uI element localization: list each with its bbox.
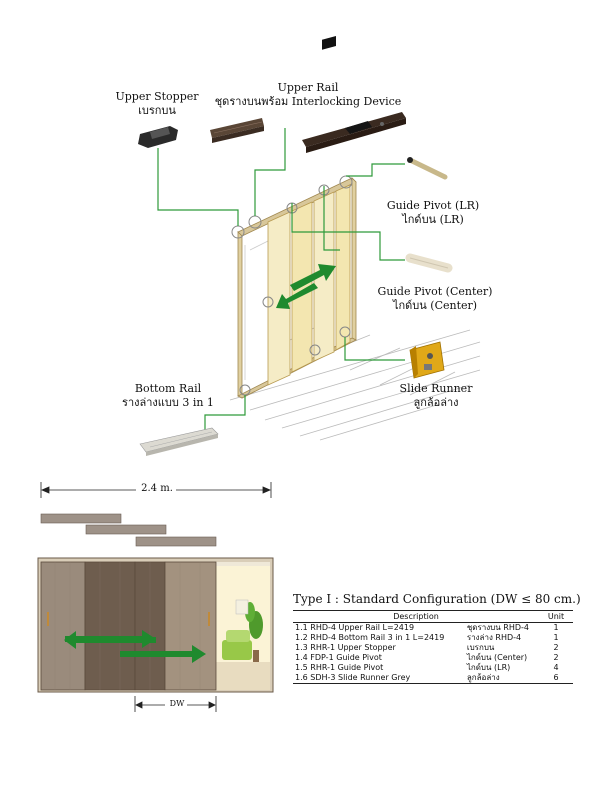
overall-width-label: 2.4 m.: [141, 483, 173, 494]
bottom-rail-label-en: Bottom Rail: [134, 382, 202, 395]
exploded-diagram: [138, 35, 481, 456]
movement-arrows: [276, 264, 336, 309]
panel-2: [291, 201, 313, 373]
row-unit: 1: [553, 623, 559, 632]
upper-stopper-label-en: Upper Stopper: [115, 90, 199, 103]
guide-pivot-lr-label: Guide Pivot (LR) ไกด์บน (LR): [378, 199, 488, 227]
table-row: 1.4 FDP-1 Guide Pivot ไกด์บน (Center) 2: [293, 653, 573, 663]
door-arrows: [64, 630, 206, 663]
guide-pivot-center-label-en: Guide Pivot (Center): [377, 285, 493, 298]
upper-rail-label-en: Upper Rail: [277, 81, 339, 94]
row-description: 1.1 RHD-4 Upper Rail L=2419: [295, 623, 415, 632]
table-row: 1.2 RHD-4 Bottom Rail 3 in 1 L=2419 รางล่…: [293, 633, 573, 643]
config-title: Type I : Standard Configuration (DW ≤ 80…: [293, 592, 581, 606]
door-4: [164, 561, 217, 691]
bottom-rail-part: [139, 427, 219, 456]
upper-rail-label: Upper Rail ชุดรางบนพร้อม Interlocking De…: [208, 81, 408, 109]
door-handles: [47, 612, 210, 626]
sliding-panels: [267, 184, 351, 386]
table-row: 1.5 RHR-1 Guide Pivot ไกด์บน (LR) 4: [293, 663, 573, 673]
room-scene: [216, 566, 270, 690]
row-thai-name: ไกด์บน (Center): [466, 653, 528, 662]
upper-stopper-label: Upper Stopper เบรกบน: [112, 90, 202, 118]
row-description: 1.5 RHR-1 Guide Pivot: [295, 663, 384, 672]
description-header: Description: [293, 610, 539, 623]
panel-4: [335, 184, 351, 351]
parts-table: Description Unit 1.1 RHD-4 Upper Rail L=…: [293, 610, 573, 684]
row-description: 1.3 RHR-1 Upper Stopper: [295, 643, 396, 652]
upper-rail-label-th: ชุดรางบนพร้อม Interlocking Device: [214, 95, 402, 108]
row-thai-name: ลูกล้อล่าง: [464, 673, 539, 684]
guide-pivot-center-part: [405, 253, 453, 273]
panel-3: [313, 191, 335, 362]
row-thai-name: ไกด์บน (LR): [466, 663, 511, 672]
guide-pivot-center-label: Guide Pivot (Center) ไกด์บน (Center): [370, 285, 500, 313]
row-thai-name: ชุดรางบน RHD-4: [466, 623, 529, 632]
row-description: 1.2 RHD-4 Bottom Rail 3 in 1 L=2419: [295, 633, 445, 642]
unit-header: Unit: [539, 610, 573, 623]
guide-pivot-lr-part: [407, 157, 448, 180]
upper-stopper-part: [138, 126, 178, 148]
row-unit: 4: [553, 663, 559, 672]
guide-pivot-lr-label-th: ไกด์บน (LR): [402, 213, 464, 226]
row-description: 1.4 FDP-1 Guide Pivot: [295, 653, 382, 662]
interlocking-device-part: [302, 35, 406, 153]
row-unit: 6: [539, 673, 573, 684]
leader-lines: [157, 128, 405, 430]
panel-1: [267, 211, 291, 386]
staggered-panels: [40, 513, 217, 547]
bottom-rail-label-th: รางล่างแบบ 3 in 1: [122, 396, 214, 409]
row-unit: 2: [553, 653, 559, 662]
wall-outline: [239, 239, 271, 380]
bottom-rail-label: Bottom Rail รางล่างแบบ 3 in 1: [108, 382, 228, 410]
arrow-right: [290, 264, 336, 291]
door-width-label: DW: [169, 699, 185, 708]
upper-rail-part: [210, 118, 264, 143]
door-1: [40, 561, 86, 691]
wardrobe-frame: [37, 557, 274, 693]
row-thai-name: เบรกบน: [466, 643, 495, 652]
upper-stopper-label-th: เบรกบน: [138, 104, 176, 117]
door-3: [134, 561, 166, 691]
slide-runner-label-en: Slide Runner: [399, 382, 473, 395]
row-thai-name: รางล่าง RHD-4: [466, 633, 522, 642]
table-header-row: Description Unit: [293, 610, 573, 623]
arrow-left: [276, 283, 318, 309]
sliding-doors: [40, 561, 217, 691]
table-row: 1.1 RHD-4 Upper Rail L=2419 ชุดรางบน RHD-…: [293, 623, 573, 634]
slide-runner-label-th: ลูกล้อล่าง: [413, 396, 459, 409]
row-unit: 1: [553, 633, 559, 642]
table-row: 1.3 RHR-1 Upper Stopper เบรกบน 2: [293, 643, 573, 653]
door-arrow-left: [64, 631, 156, 649]
door-arrow-left-shape: [65, 630, 156, 648]
door-2: [84, 561, 136, 691]
floor-planks: [229, 319, 481, 441]
slide-runner-label: Slide Runner ลูกล้อล่าง: [396, 382, 476, 410]
row-description: 1.6 SDH-3 Slide Runner Grey: [293, 673, 465, 684]
guide-pivot-center-label-th: ไกด์บน (Center): [392, 299, 478, 312]
door-arrow-right: [120, 645, 206, 663]
row-unit: 2: [553, 643, 559, 652]
guide-pivot-lr-label-en: Guide Pivot (LR): [386, 199, 480, 212]
slide-runner-part: [409, 341, 445, 379]
